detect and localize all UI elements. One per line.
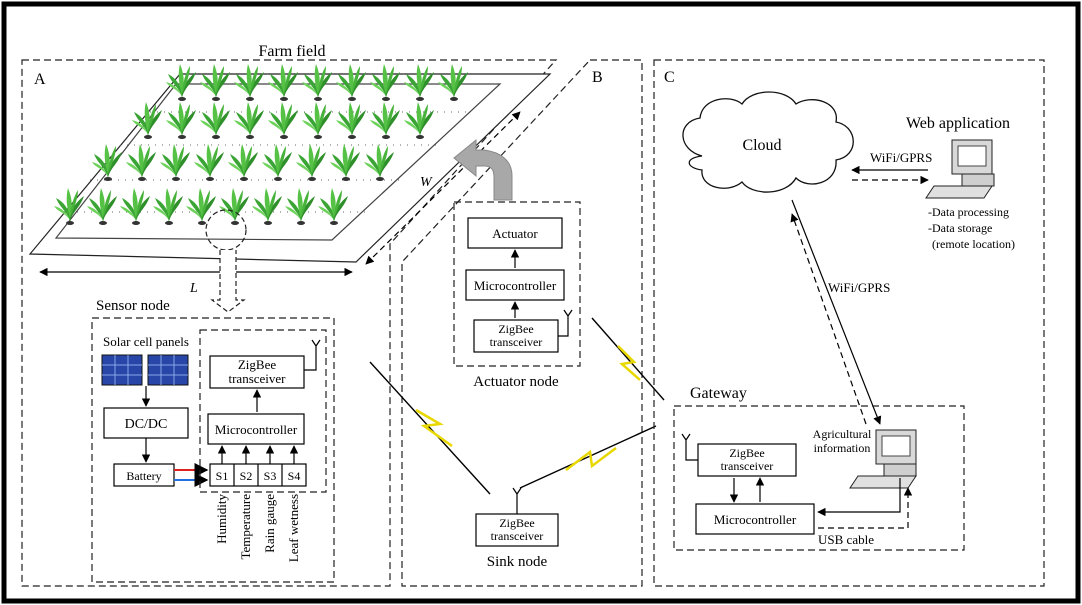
actuator-label: Actuator [492, 226, 538, 241]
actuator-microcontroller-label: Microcontroller [474, 278, 557, 293]
web-app-title: Web application [906, 115, 1010, 132]
sensor-core-border [199, 329, 327, 493]
actuator-microcontroller-box [465, 269, 565, 301]
width-label: W [420, 175, 433, 190]
battery-label: Battery [126, 469, 161, 483]
sensor-s3: S3 [264, 469, 277, 483]
leaf-wetness-label: Leaf wetness [286, 494, 301, 562]
sink-zigbee-line1: ZigBee [499, 516, 534, 530]
usb-cable-label: USB cable [818, 532, 874, 547]
web-note-processing: -Data processing [928, 205, 1009, 219]
gateway-zigbee-box [697, 443, 797, 477]
sensor-s4: S4 [288, 469, 301, 483]
actuator-zigbee-line2: transceiver [490, 335, 543, 349]
gateway-title: Gateway [690, 385, 747, 402]
irrigation-arrow [453, 138, 513, 201]
rain-gauge-label: Rain gauge [262, 494, 277, 553]
sink-node-title: Sink node [487, 554, 548, 570]
zoom-arrow [210, 250, 246, 313]
sensor-zigbee-box [209, 355, 305, 389]
sensor-antenna-icon [304, 339, 321, 371]
actuator-node-title: Actuator node [473, 374, 559, 390]
width-dimension [365, 111, 521, 265]
wireless-links [369, 317, 665, 495]
sensor-node-title: Sensor node [96, 298, 170, 314]
sensor-node-border [91, 317, 335, 583]
solar-panels-label: Solar cell panels [103, 334, 189, 349]
gateway-zigbee-line1: ZigBee [729, 446, 764, 460]
sensor-microcontroller-box [207, 413, 305, 445]
actuator-node-border [453, 201, 581, 367]
cloud-label: Cloud [742, 137, 781, 154]
gateway-zigbee-line2: transceiver [721, 459, 774, 473]
zoom-circle [205, 209, 247, 251]
cloud-gateway-link [791, 199, 882, 425]
web-note-storage: -Data storage [928, 221, 992, 235]
panel-c-label: C [664, 69, 675, 86]
cloud-link-label: WiFi/GPRS [828, 280, 890, 295]
panel-a-border [21, 59, 558, 587]
dcdc-box [103, 407, 189, 439]
sensor-zigbee-line1: ZigBee [238, 357, 276, 372]
panel-b-label: B [592, 69, 603, 86]
humidity-label: Humidity [214, 494, 229, 544]
length-label: L [189, 281, 198, 296]
sensor-type-labels: Humidity Temperature Rain gauge Leaf wet… [214, 494, 301, 563]
agri-info-line2: information [814, 441, 871, 455]
actuator-zigbee-line1: ZigBee [498, 322, 533, 336]
dcdc-label: DC/DC [125, 417, 168, 432]
panel-b-border [401, 59, 643, 587]
panel-c-border [653, 59, 1045, 587]
sensor-zigbee-line2: transceiver [228, 371, 286, 386]
gateway-cloud-link [790, 213, 867, 425]
battery-box [113, 463, 175, 487]
gateway-microcontroller-label: Microcontroller [714, 512, 797, 527]
gateway-microcontroller-box [695, 503, 815, 535]
sensor-s2: S2 [240, 469, 253, 483]
sink-zigbee-line2: transceiver [491, 529, 544, 543]
web-app-computer-icon [925, 139, 995, 199]
gateway-border [673, 405, 965, 551]
sensor-s1: S1 [216, 469, 229, 483]
agri-info-line1: Agricultural [813, 427, 872, 441]
solar-panels [101, 354, 189, 386]
actuator-antenna-icon [558, 309, 573, 337]
sensor-array: S1 S2 S3 S4 [209, 445, 307, 487]
web-note-location: (remote location) [932, 237, 1015, 251]
panel-a-label: A [34, 71, 46, 88]
cloud-shape [682, 91, 854, 193]
actuator-zigbee-box [473, 319, 559, 353]
sink-zigbee-box [475, 513, 559, 547]
actuator-box [467, 217, 563, 249]
gateway-antenna-icon [681, 433, 698, 461]
sensor-microcontroller-label: Microcontroller [215, 422, 298, 437]
usb-link-dashed [818, 487, 913, 529]
temperature-label: Temperature [238, 494, 253, 560]
sink-antenna-icon [512, 487, 522, 514]
usb-link-solid [817, 478, 901, 517]
farm-field-title: Farm field [258, 43, 325, 60]
web-link-label: WiFi/GPRS [870, 150, 932, 165]
